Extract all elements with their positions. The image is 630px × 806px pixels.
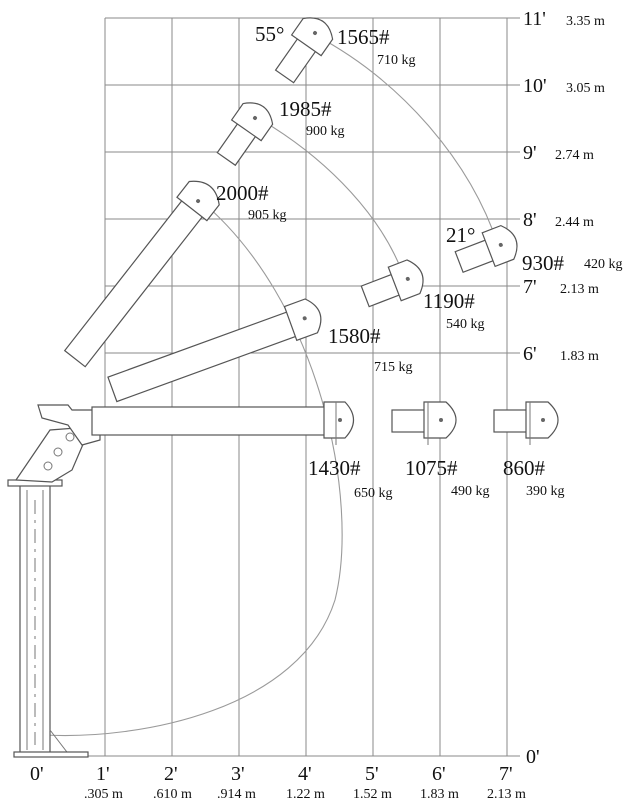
load-3-lb: 2000# [216,181,269,205]
pivot-bolt-3 [43,461,53,471]
x-tick-0-ft: 0' [30,763,44,785]
y-tick-6-ft: 6' [523,343,537,365]
y-tick-7-ft: 7' [523,276,537,298]
pivot-bolt-1 [65,432,75,442]
load-9-lb: 860# [503,456,546,480]
mast-base-plate [13,751,89,758]
load-7-kg: 650 kg [354,486,393,501]
head-1565-body [290,17,334,57]
y-tick-9-m: 2.74 m [555,148,594,163]
boom-head-3-group [493,401,559,445]
boom-21deg-body [107,309,302,403]
x-tick-2-m: .610 m [153,787,192,802]
load-5-kg: 540 kg [446,317,485,332]
y-tick-9-ft: 9' [523,142,537,164]
pivot-bolt-2 [53,447,63,457]
y-tick-0-ft: 0' [526,746,540,768]
head-930-hook [498,242,503,247]
load-8-lb: 1075# [405,456,458,480]
boom-21deg-hook-point [302,316,307,321]
x-tick-6-ft: 6' [432,763,446,785]
x-tick-4-ft: 4' [298,763,312,785]
y-tick-6-m: 1.83 m [560,349,599,364]
arc-3ft-reach [43,199,343,737]
y-tick-8-ft: 8' [523,209,537,231]
x-tick-1-m: .305 m [84,787,123,802]
boom-heel [37,404,101,446]
crane-mast [7,404,101,758]
x-tick-3-ft: 3' [231,763,245,785]
head-1190-hook [405,276,410,281]
load-5-lb: 1190# [423,289,475,313]
x-tick-7-m: 2.13 m [487,787,526,802]
boom-21deg-head [283,298,322,342]
boom-55deg-long [63,180,220,368]
hook-point-2 [439,418,443,422]
hook-point-1 [338,418,342,422]
angle-label-max: 55° [255,22,284,46]
boom-head-2-group [391,401,457,445]
load-7-lb: 1430# [308,456,361,480]
arc-max-reach [314,34,499,246]
load-4-kg: 420 kg [584,257,623,272]
boom-horizontal-body [91,406,329,436]
head-1565-hook [313,31,317,35]
boom-21deg-long [107,298,322,403]
boom-55deg-body [63,196,207,368]
head-930 [454,224,518,274]
boom-55deg-hook-point [196,199,201,204]
x-tick-5-m: 1.52 m [353,787,392,802]
y-tick-10-m: 3.05 m [566,81,605,96]
y-tick-8-m: 2.44 m [555,215,594,230]
head-1985-hook [253,116,257,120]
load-9-kg: 390 kg [526,484,565,499]
head-1565 [274,17,334,84]
boom-ext-2 [391,409,427,433]
load-6-lb: 1580# [328,324,381,348]
head-1190 [360,259,424,308]
x-tick-5-ft: 5' [365,763,379,785]
head-1985-body [230,102,274,142]
load-6-kg: 715 kg [374,360,413,375]
x-tick-1-ft: 1' [96,763,110,785]
x-tick-4-m: 1.22 m [286,787,325,802]
boom-horizontal [91,401,355,445]
load-4-lb: 930# [522,251,565,275]
angle-label-mid: 21° [446,223,475,247]
load-8-kg: 490 kg [451,484,490,499]
load-1-lb: 1565# [337,25,390,49]
load-3-kg: 905 kg [248,208,287,223]
load-2-lb: 1985# [279,97,332,121]
x-tick-2-ft: 2' [164,763,178,785]
boom-ext-3 [493,409,529,433]
y-tick-7-m: 2.13 m [560,282,599,297]
arc-mid-reach [257,117,406,281]
head-1190-body [387,259,424,302]
load-1-kg: 710 kg [377,53,416,68]
x-tick-6-m: 1.83 m [420,787,459,802]
x-tick-3-m: .914 m [217,787,256,802]
head-1985 [216,102,274,167]
load-2-kg: 900 kg [306,124,345,139]
hook-point-3 [541,418,545,422]
y-tick-11-m: 3.35 m [566,14,605,29]
y-tick-10-ft: 10' [523,75,547,97]
x-tick-7-ft: 7' [499,763,513,785]
y-tick-11-ft: 11' [523,8,546,30]
